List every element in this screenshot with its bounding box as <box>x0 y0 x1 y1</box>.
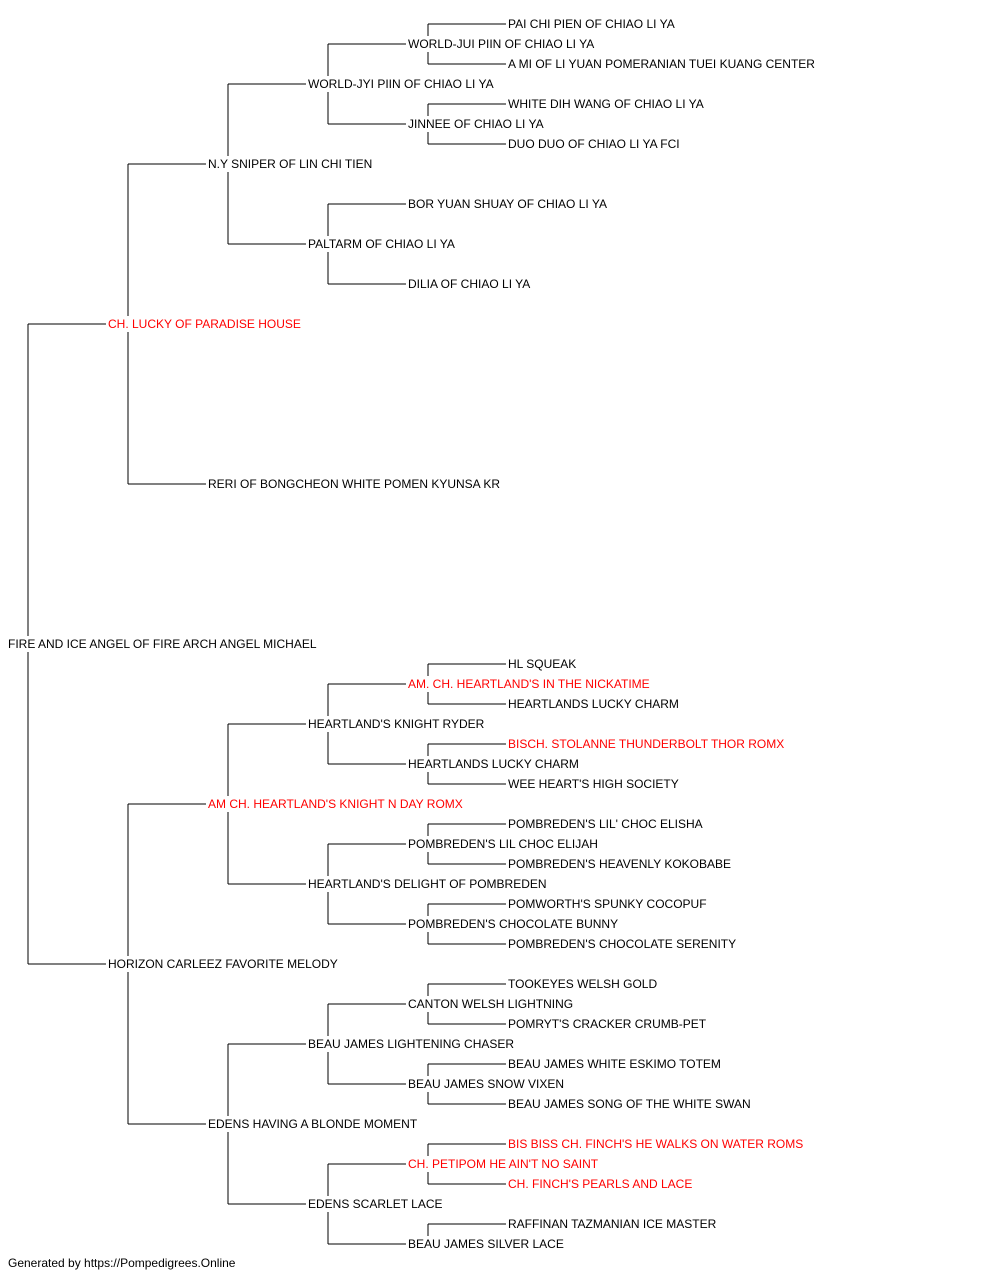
dog-name-gen-5[interactable]: PAI CHI PIEN OF CHIAO LI YA <box>508 17 675 31</box>
dog-name-gen-5[interactable]: HEARTLANDS LUCKY CHARM <box>508 697 679 711</box>
dog-name-gen-5[interactable]: HL SQUEAK <box>508 657 576 671</box>
dog-name-gen-4[interactable]: AM. CH. HEARTLAND'S IN THE NICKATIME <box>408 677 650 691</box>
dog-name-gen-4[interactable]: BEAU JAMES SNOW VIXEN <box>408 1077 564 1091</box>
dog-name-gen-5[interactable]: WEE HEART'S HIGH SOCIETY <box>508 777 679 791</box>
dog-name-gen-1[interactable]: CH. LUCKY OF PARADISE HOUSE <box>108 317 301 331</box>
dog-name-gen-4[interactable]: POMBREDEN'S CHOCOLATE BUNNY <box>408 917 618 931</box>
dog-name-gen-3[interactable]: EDENS SCARLET LACE <box>308 1197 443 1211</box>
dog-name-gen-5[interactable]: POMBREDEN'S HEAVENLY KOKOBABE <box>508 857 731 871</box>
dog-name-gen-5[interactable]: BEAU JAMES WHITE ESKIMO TOTEM <box>508 1057 721 1071</box>
dog-name-gen-5[interactable]: RAFFINAN TAZMANIAN ICE MASTER <box>508 1217 717 1231</box>
dog-name-gen-5[interactable]: TOOKEYES WELSH GOLD <box>508 977 657 991</box>
dog-name-gen-5[interactable]: BISCH. STOLANNE THUNDERBOLT THOR ROMX <box>508 737 784 751</box>
dog-name-gen-3[interactable]: PALTARM OF CHIAO LI YA <box>308 237 455 251</box>
dog-name-gen-5[interactable]: A MI OF LI YUAN POMERANIAN TUEI KUANG CE… <box>508 57 815 71</box>
dog-name-gen-4[interactable]: BEAU JAMES SILVER LACE <box>408 1237 564 1250</box>
dog-name-gen-5[interactable]: POMBREDEN'S CHOCOLATE SERENITY <box>508 937 736 951</box>
dog-name-gen-4[interactable]: HEARTLANDS LUCKY CHARM <box>408 757 579 771</box>
dog-name-gen-2[interactable]: AM CH. HEARTLAND'S KNIGHT N DAY ROMX <box>208 797 463 811</box>
dog-name-gen-4[interactable]: WORLD-JUI PIIN OF CHIAO LI YA <box>408 37 594 51</box>
dog-name-gen-5[interactable]: BEAU JAMES SONG OF THE WHITE SWAN <box>508 1097 751 1111</box>
dog-name-gen-2[interactable]: RERI OF BONGCHEON WHITE POMEN KYUNSA KR <box>208 477 500 491</box>
dog-name-gen-3[interactable]: WORLD-JYI PIIN OF CHIAO LI YA <box>308 77 494 91</box>
dog-name-gen-4[interactable]: DILIA OF CHIAO LI YA <box>408 277 530 291</box>
dog-name-gen-4[interactable]: POMBREDEN'S LIL CHOC ELIJAH <box>408 837 598 851</box>
dog-name-gen-4[interactable]: JINNEE OF CHIAO LI YA <box>408 117 544 131</box>
dog-name-gen-4[interactable]: CH. PETIPOM HE AIN'T NO SAINT <box>408 1157 599 1171</box>
dog-name-gen-5[interactable]: POMRYT'S CRACKER CRUMB-PET <box>508 1017 707 1031</box>
dog-name-gen-2[interactable]: EDENS HAVING A BLONDE MOMENT <box>208 1117 418 1131</box>
pedigree-tree: FIRE AND ICE ANGEL OF FIRE ARCH ANGEL MI… <box>8 17 815 1250</box>
dog-name-gen-4[interactable]: CANTON WELSH LIGHTNING <box>408 997 573 1011</box>
dog-name-gen-3[interactable]: HEARTLAND'S DELIGHT OF POMBREDEN <box>308 877 547 891</box>
dog-name-gen-5[interactable]: CH. FINCH'S PEARLS AND LACE <box>508 1177 692 1191</box>
dog-name-gen-5[interactable]: DUO DUO OF CHIAO LI YA FCI <box>508 137 680 151</box>
dog-name-gen-2[interactable]: N.Y SNIPER OF LIN CHI TIEN <box>208 157 372 171</box>
dog-name-gen-5[interactable]: POMWORTH'S SPUNKY COCOPUF <box>508 897 707 911</box>
dog-name-gen-5[interactable]: POMBREDEN'S LIL' CHOC ELISHA <box>508 817 703 831</box>
dog-name-gen-3[interactable]: BEAU JAMES LIGHTENING CHASER <box>308 1037 514 1051</box>
dog-name-gen-3[interactable]: HEARTLAND'S KNIGHT RYDER <box>308 717 485 731</box>
footer-credit: Generated by https://Pompedigrees.Online <box>8 1256 236 1270</box>
dog-name-gen-0[interactable]: FIRE AND ICE ANGEL OF FIRE ARCH ANGEL MI… <box>8 637 317 651</box>
dog-name-gen-5[interactable]: WHITE DIH WANG OF CHIAO LI YA <box>508 97 704 111</box>
dog-name-gen-1[interactable]: HORIZON CARLEEZ FAVORITE MELODY <box>108 957 338 971</box>
dog-name-gen-5[interactable]: BIS BISS CH. FINCH'S HE WALKS ON WATER R… <box>508 1137 803 1151</box>
dog-name-gen-4[interactable]: BOR YUAN SHUAY OF CHIAO LI YA <box>408 197 607 211</box>
